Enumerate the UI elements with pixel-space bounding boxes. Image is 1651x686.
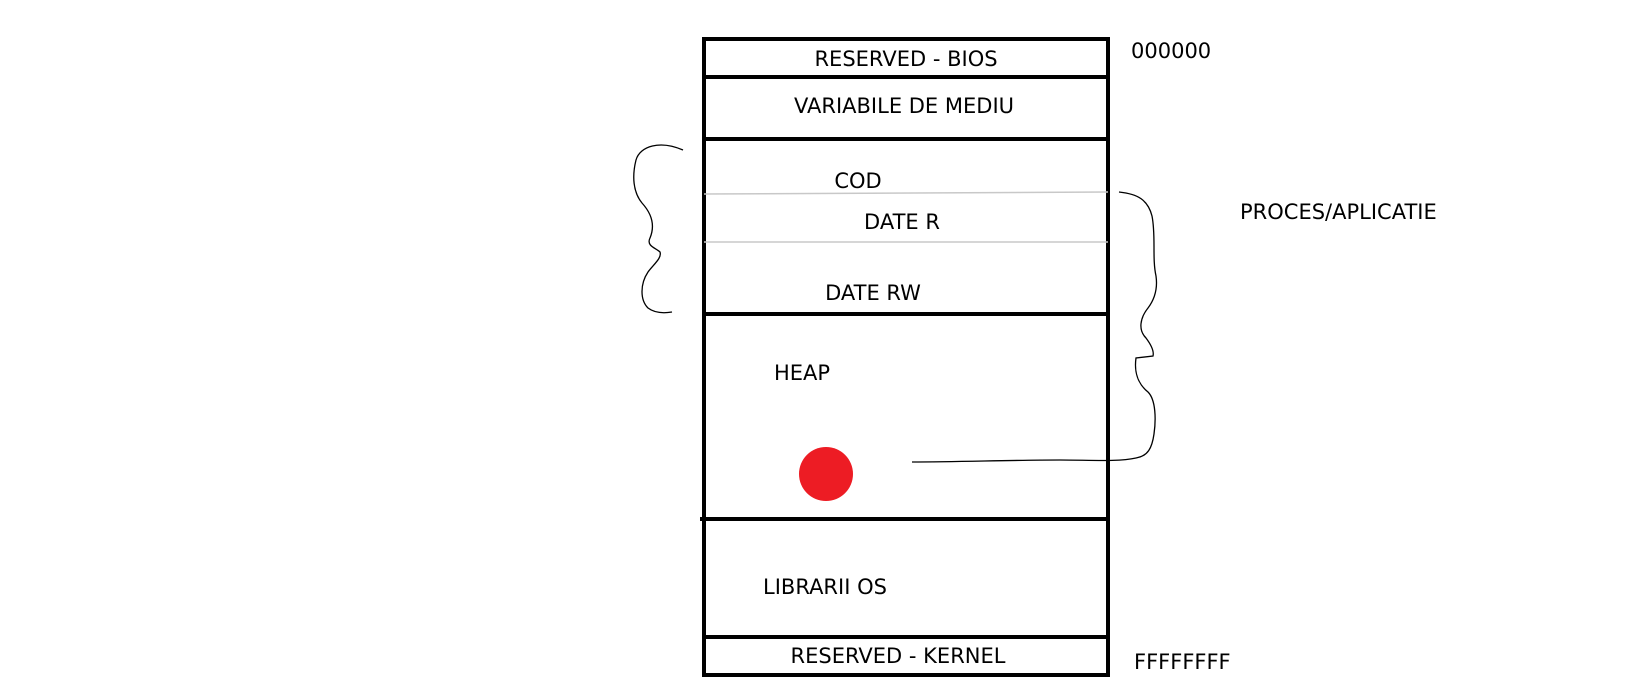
marker-dot: [799, 447, 853, 501]
segment-cod: COD: [834, 169, 881, 193]
divider-code-dater: [703, 191, 1109, 195]
segment-date-r: DATE R: [864, 210, 940, 234]
memory-block-outline: [702, 37, 1110, 677]
segment-reserved-bios: RESERVED - BIOS: [814, 47, 997, 71]
annotation-proces-aplicatie: PROCES/APLICATIE: [1240, 200, 1437, 224]
segment-librarii-os: LIBRARII OS: [763, 575, 887, 599]
left-brace: [633, 144, 684, 314]
right-brace: [911, 191, 1158, 463]
segment-reserved-kernel: RESERVED - KERNEL: [791, 644, 1006, 668]
address-start: 000000: [1131, 39, 1211, 63]
segment-variabile-de-mediu: VARIABILE DE MEDIU: [794, 94, 1014, 118]
address-end: FFFFFFFF: [1134, 650, 1231, 674]
segment-date-rw: DATE RW: [825, 281, 921, 305]
segment-heap: HEAP: [774, 361, 830, 385]
